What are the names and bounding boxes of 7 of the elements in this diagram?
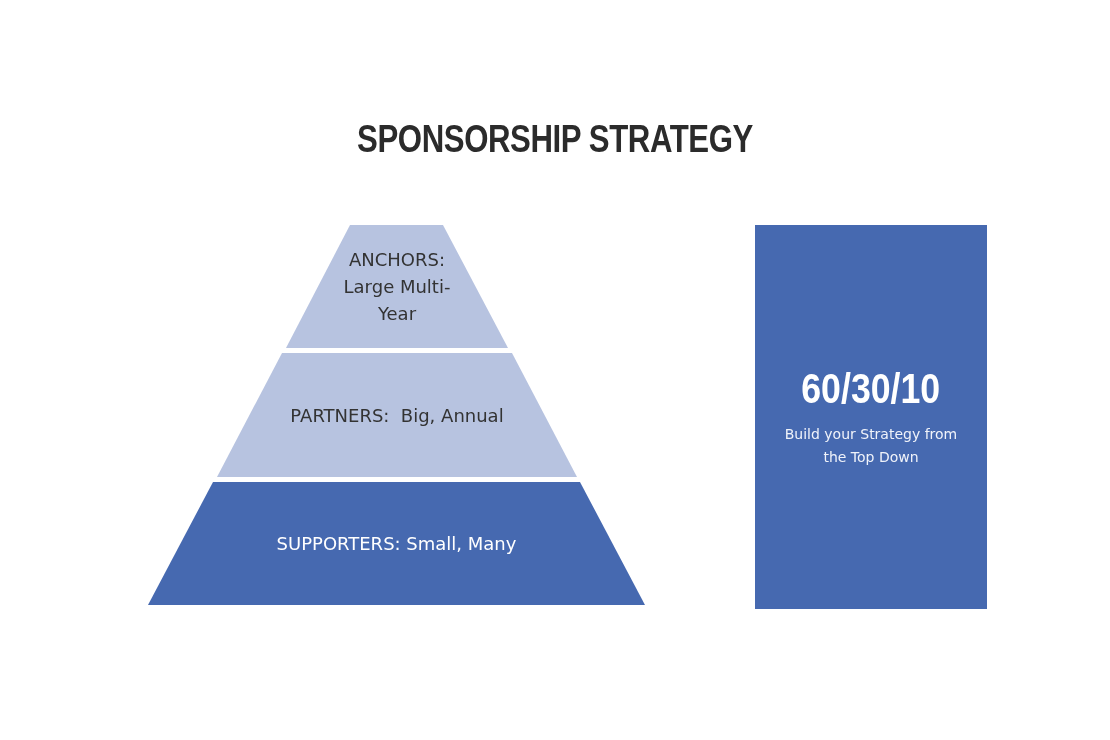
panel-caption: Build your Strategy from the Top Down	[783, 425, 959, 467]
title: SPONSORSHIP STRATEGY	[356, 118, 754, 161]
tier-label: SUPPORTERS: Small, Many	[276, 532, 517, 556]
tier-label: ANCHORS: Large Multi-Year	[342, 248, 452, 326]
info-panel	[755, 225, 987, 609]
tier-label: PARTNERS: Big, Annual	[290, 403, 504, 428]
ratio-heading: 60/30/10	[801, 365, 941, 413]
